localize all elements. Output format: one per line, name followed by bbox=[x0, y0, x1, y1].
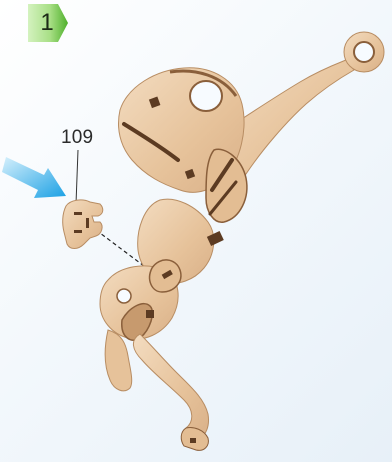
label-leader-line bbox=[76, 150, 78, 204]
part-109-piece bbox=[63, 200, 103, 249]
insert-arrow-icon bbox=[2, 157, 66, 198]
monkey-model bbox=[100, 32, 384, 450]
